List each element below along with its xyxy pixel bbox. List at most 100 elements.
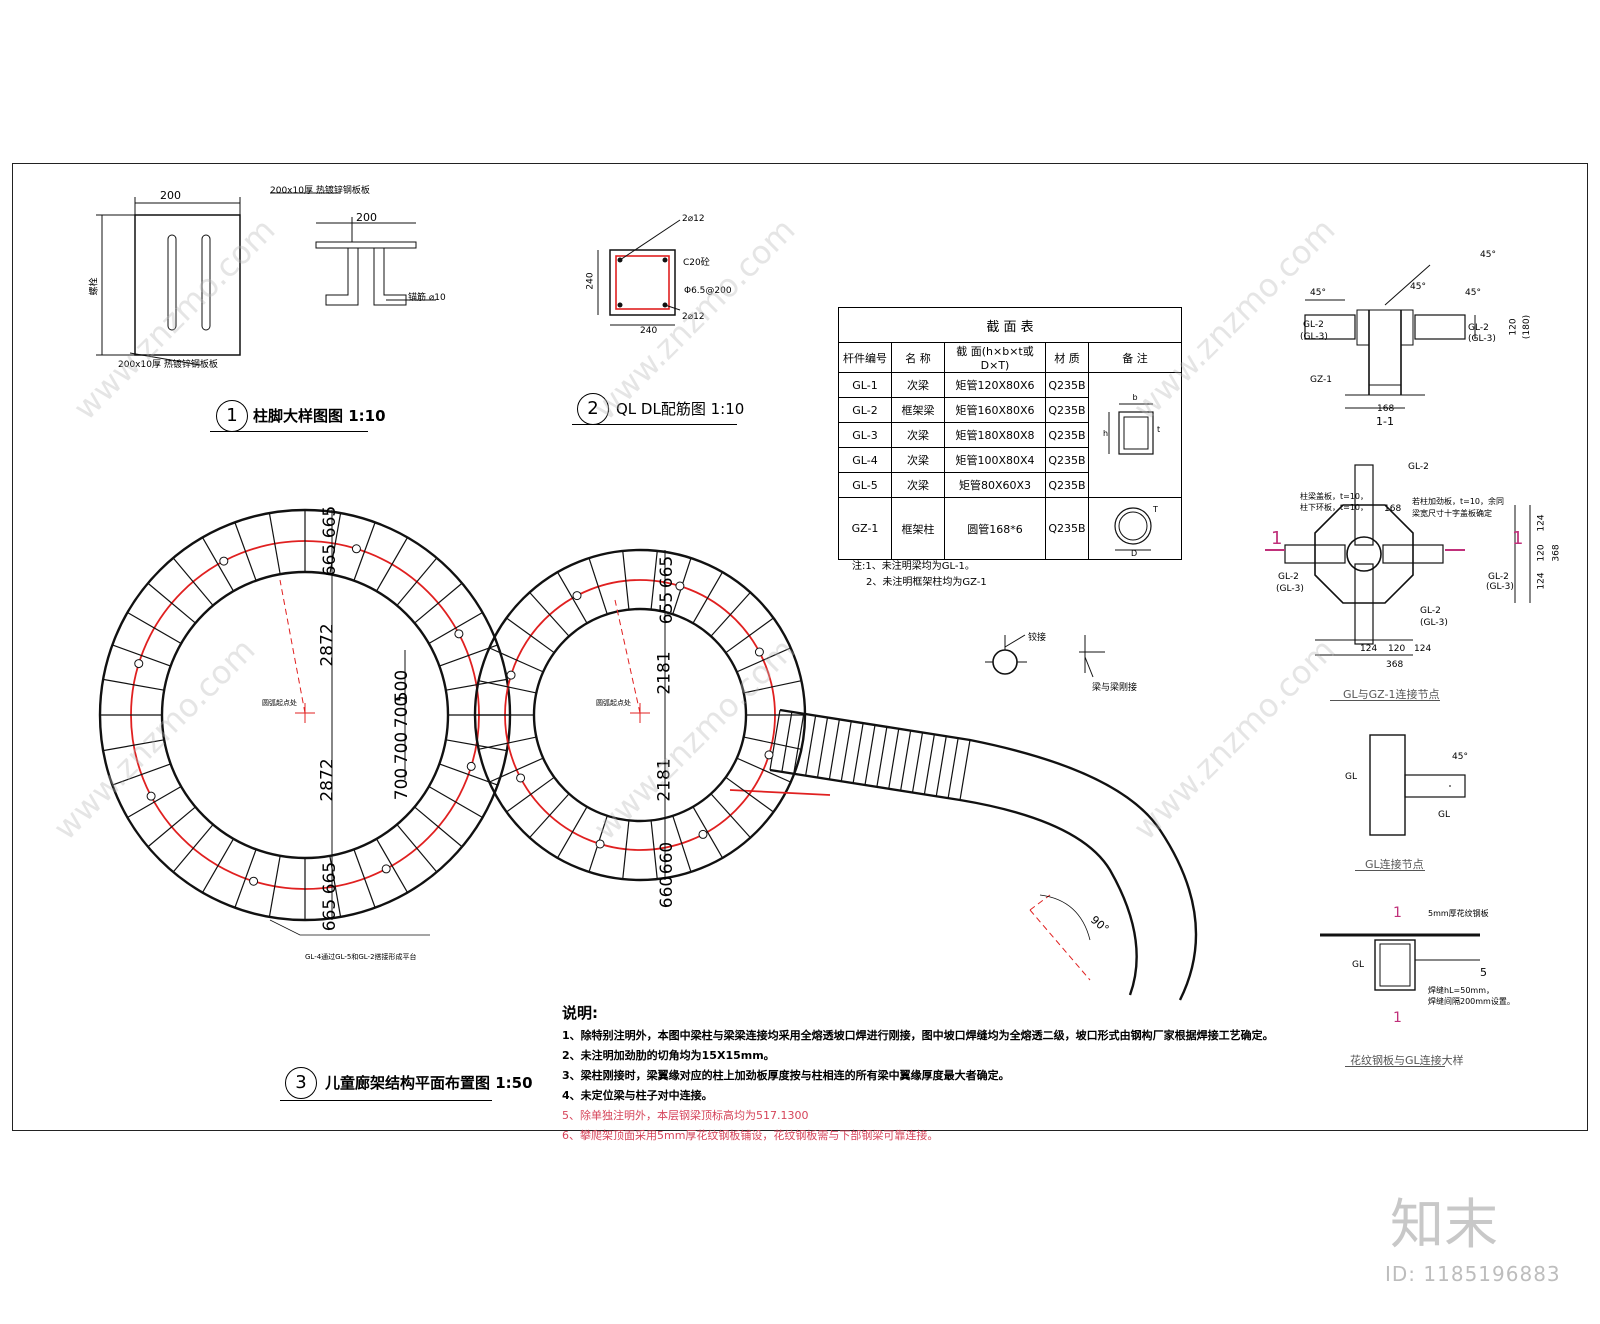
- rigid-joint-label: 梁与梁刚接: [1092, 683, 1138, 693]
- table-cell: 次梁: [891, 372, 945, 398]
- plan-structural-layout-drawing: [98, 508, 1198, 1001]
- beam-rib: [959, 739, 971, 801]
- section-1-1-gz1: GZ-1: [1310, 375, 1332, 385]
- detail-1-plate-label-bottom: 200x10厚 热镀锌钢板板: [118, 360, 218, 370]
- beam-rib: [396, 824, 438, 873]
- beam-rib: [103, 678, 165, 691]
- note-item: 5、除单独注明外，本层钢梁顶标高均为517.1300: [562, 1109, 809, 1122]
- node-stiffener-note-2: 柱下环板，t=10，: [1300, 503, 1369, 512]
- beam-rib: [529, 793, 570, 839]
- gl-node-label-right: GL: [1438, 810, 1450, 820]
- note-item: 1、除特别注明外，本图中梁柱与梁梁连接均采用全熔透坡口焊进行刚接，图中坡口焊缝均…: [562, 1029, 1274, 1042]
- drawing-sheet-border: [12, 163, 1588, 1131]
- node-dim168: 168: [1384, 504, 1402, 514]
- column-node: [454, 629, 464, 639]
- node-dim-bottom: 124: [1414, 644, 1432, 654]
- detail-2-number-circle: 2: [577, 393, 609, 425]
- beam-rib: [489, 757, 544, 783]
- beam-rib: [268, 513, 281, 575]
- gl-node-title-underline: [1355, 870, 1425, 871]
- section-table-header: 截 面(h×b×t或D×T): [944, 342, 1046, 373]
- plate-label: 5mm厚花纹钢板: [1428, 909, 1489, 918]
- column-node: [219, 556, 229, 566]
- beam-rib: [478, 736, 537, 750]
- table-cell: 框架柱: [891, 497, 945, 560]
- beam-rib: [743, 736, 802, 750]
- node-title: GL与GZ-1连接节点: [1343, 688, 1440, 701]
- rect-tube-section-icon: b h t: [1103, 393, 1160, 455]
- round-tube-section-icon: T D: [1114, 505, 1158, 558]
- beam-rib: [234, 522, 257, 581]
- section-table-note-1: 注:1、未注明梁均为GL-1。: [852, 561, 975, 572]
- beam-rib: [529, 591, 570, 637]
- beam-rib: [911, 732, 924, 793]
- beam-rib: [743, 680, 802, 694]
- beam-rib: [725, 776, 774, 813]
- detail-2-dim-height: 240: [585, 272, 596, 290]
- column-node: [466, 761, 476, 771]
- table-cell: Q235B: [1045, 472, 1089, 498]
- beam-rib: [201, 838, 235, 893]
- node-gl3-left: (GL-3): [1276, 584, 1304, 594]
- detail-1-title: 柱脚大样图图 1:10: [253, 407, 386, 425]
- table-cell: 矩管100X80X4: [944, 447, 1046, 473]
- gl-gz1-node-drawing: [1265, 464, 1531, 656]
- gl-connection-node-drawing: [1369, 734, 1466, 836]
- node-stiffener-note-1: 柱梁盖板，t=10，: [1300, 492, 1369, 501]
- column-node: [698, 829, 708, 839]
- column-node: [381, 864, 391, 874]
- section-1-1-angle: 45°: [1310, 288, 1326, 298]
- column-node: [764, 750, 774, 760]
- detail-2-title-underline: [572, 424, 737, 425]
- beam-rib: [439, 644, 498, 667]
- node-stiffener-note-4: 梁宽尺寸十字盖板确定: [1412, 509, 1492, 518]
- beam-rib: [622, 550, 630, 610]
- node-gl3-right: (GL-3): [1486, 582, 1514, 592]
- gl-node-angle: 45°: [1452, 752, 1468, 762]
- plan-dim-left: 665: [320, 898, 341, 932]
- section-table-note-2: 2、未注明框架柱均为GZ-1: [866, 577, 987, 588]
- beam-rib: [876, 726, 888, 787]
- plan-number-circle: 3: [285, 1067, 317, 1099]
- note-item: 6、攀爬架顶面采用5mm厚花纹钢板铺设，花纹钢板需与下部钢梁可靠连接。: [562, 1129, 939, 1142]
- beam-rib: [489, 647, 544, 673]
- gl-node-label: GL: [1345, 772, 1357, 782]
- table-cell: Q235B: [1045, 397, 1089, 423]
- beam-rib: [428, 785, 483, 819]
- detail-1-dim-side: 螺栓: [89, 277, 100, 296]
- table-row: GL-3 次梁 矩管180X80X8 Q235B: [838, 422, 1182, 448]
- beam-rib: [414, 582, 463, 624]
- section-1-1-label: 1-1: [1376, 415, 1394, 428]
- checker-plate-detail-drawing: [1320, 933, 1480, 991]
- beam-rib: [268, 855, 281, 917]
- beam-rib: [622, 820, 630, 880]
- table-cell: 次梁: [891, 447, 945, 473]
- table-cell: 矩管80X60X3: [944, 472, 1046, 498]
- table-cell: Q235B: [1045, 372, 1089, 398]
- beam-rib: [840, 721, 852, 782]
- node-gl2-left: GL-2: [1278, 572, 1299, 582]
- beam-rib: [127, 611, 182, 645]
- section-1-1-angle: 45°: [1465, 288, 1481, 298]
- node-stiffener-note-3: 若柱加劲板，t=10，余同: [1412, 497, 1505, 506]
- svg-text:T: T: [1152, 505, 1158, 514]
- table-cell: GL-1: [838, 372, 892, 398]
- table-cell: 圆管168*6: [944, 497, 1046, 560]
- beam-rib: [816, 717, 829, 778]
- plate-marker-bottom: 1: [1393, 1010, 1402, 1026]
- hinge-label: 铰接: [1028, 633, 1047, 643]
- detail-1-dim-top: 200: [160, 189, 181, 202]
- table-cell: Q235B: [1045, 497, 1089, 560]
- table-cell: 矩管180X80X8: [944, 422, 1046, 448]
- column-node: [134, 659, 144, 669]
- plan-center-label-right: 圆弧起点处: [596, 699, 631, 707]
- node-title-underline: [1330, 700, 1440, 701]
- plan-dim-right: 655: [657, 591, 678, 625]
- note-item: 3、梁柱刚接时，梁翼缘对应的柱上加劲板厚度按与柱相连的所有梁中翼缘厚度最大者确定…: [562, 1069, 1010, 1082]
- column-node: [506, 670, 516, 680]
- plan-dim-right: 2181: [654, 758, 675, 802]
- beam-rib: [650, 820, 658, 880]
- beam-rib: [445, 739, 507, 752]
- plan-dim-mid: 700: [392, 731, 413, 765]
- node-dim-bottom: 124: [1360, 644, 1378, 654]
